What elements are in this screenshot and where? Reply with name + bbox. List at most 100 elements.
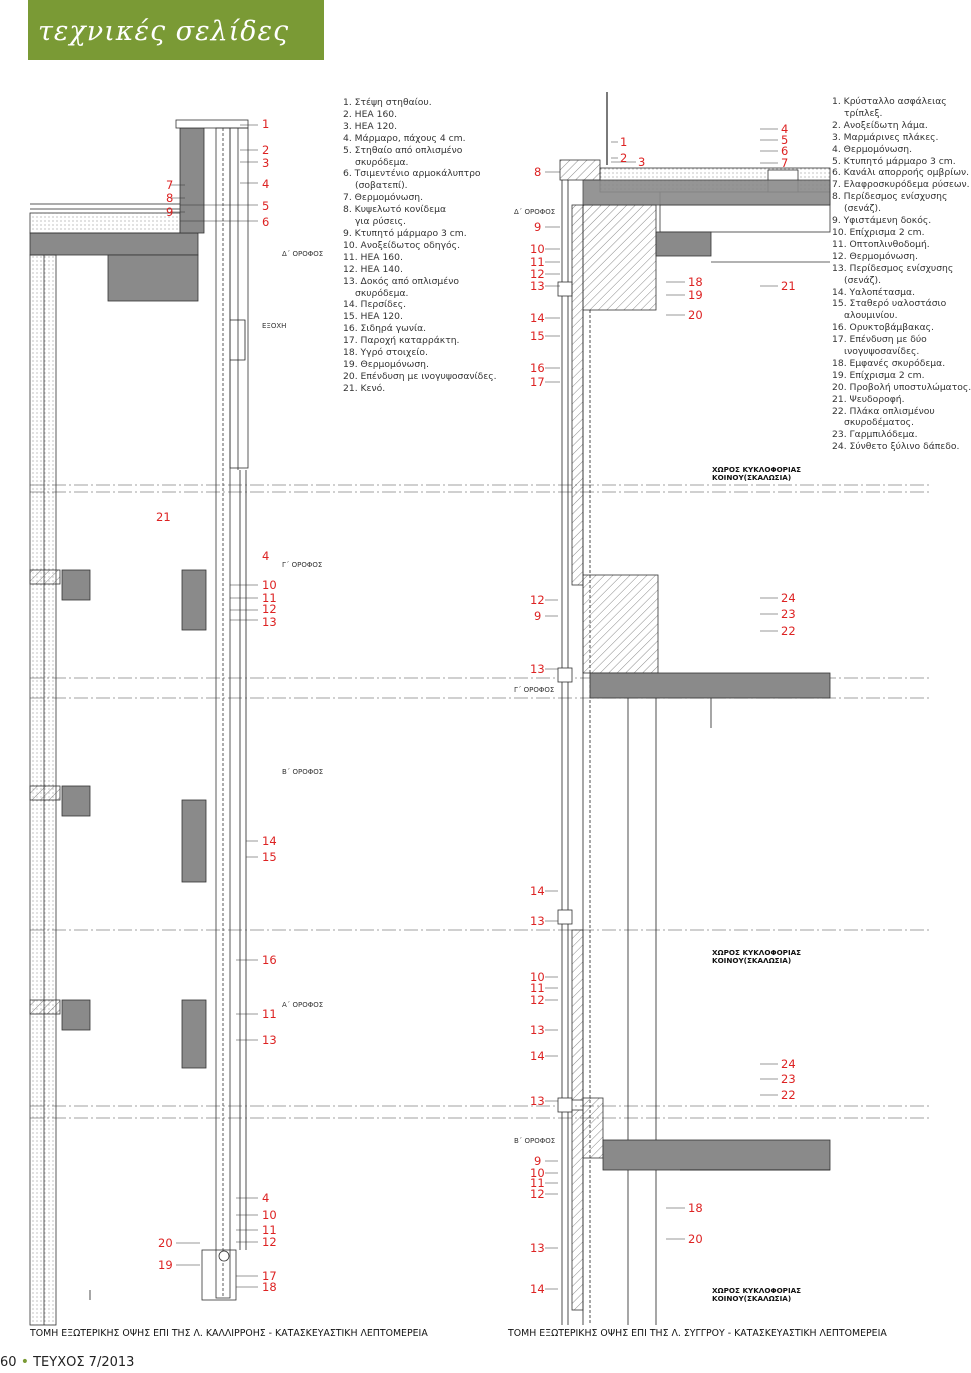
callout-left-8: 8 (166, 191, 173, 205)
callout-right-12c: 12 (530, 993, 545, 1007)
callout-right-7: 7 (781, 156, 788, 170)
callout-right-22b: 22 (781, 1088, 796, 1102)
callout-left-6: 6 (262, 215, 269, 229)
legend-item: 19. Επίχρισμα 2 cm. (832, 369, 925, 381)
legend-item: 12. Θερμομόνωση. (832, 250, 918, 262)
caption-right: ΤΟΜΗ ΕΞΩΤΕΡΙΚΗΣ ΟΨΗΣ ΕΠΙ ΤΗΣ Λ. ΣΥΓΓΡΟΥ … (508, 1328, 887, 1339)
legend-item: 8. Κυψελωτό κονίδεμα (343, 204, 447, 216)
callout-right-11: 11 (530, 255, 545, 269)
bullet-icon: • (20, 1354, 29, 1370)
callout-right-11c: 11 (530, 1176, 545, 1190)
legend-item: 14. Περσίδες. (343, 299, 407, 311)
callout-left-11b: 11 (262, 1007, 277, 1021)
callout-right-17: 17 (530, 375, 545, 389)
legend-item: 4. Θερμομόνωση. (832, 143, 913, 155)
callout-left-11c: 11 (262, 1223, 277, 1237)
callout-right-8: 8 (534, 165, 541, 179)
callout-right-12d: 12 (530, 1187, 545, 1201)
callout-right-1: 1 (620, 135, 627, 149)
legend-item: 3. HEA 120. (343, 120, 398, 132)
callout-left-20: 20 (158, 1236, 173, 1250)
callout-right-13e: 13 (530, 1094, 545, 1108)
callout-right-10c: 10 (530, 1166, 545, 1180)
legend-item: 7. Θερμομόνωση. (343, 192, 424, 204)
legend-item: 2. HEA 160. (343, 108, 398, 120)
callout-right-24: 24 (781, 591, 796, 605)
legend-item: 14. Υαλοπέτασμα. (832, 286, 915, 298)
legend-item: 12. HEA 140. (343, 263, 403, 275)
legend-item: 1. Στέψη στηθαίου. (343, 97, 432, 108)
legend-item: 13. Δοκός από οπλισμένο (343, 275, 460, 287)
callout-right-14d: 14 (530, 1282, 545, 1296)
callout-right-14b: 14 (530, 884, 545, 898)
callout-left-11: 11 (262, 591, 277, 605)
legend-item: 17. Επένδυση με δύο (832, 334, 927, 346)
legend-item: 18. Υγρό στοιχείο. (343, 347, 428, 359)
floor-label-b-right: Β΄ ΟΡΟΦΟΣ (514, 1137, 555, 1145)
legend-item: 9. Κτυπητό μάρμαρο 3 cm. (343, 227, 467, 239)
callout-right-24b: 24 (781, 1057, 796, 1071)
callout-left-12b: 12 (262, 1235, 277, 1249)
space-label-1-line2: ΚΟΙΝΟΥ(ΣΚΑΛΩΣΙΑ) (712, 473, 791, 482)
legend-item: 10. Επίχρισμα 2 cm. (832, 226, 925, 238)
callout-left-1: 1 (262, 117, 269, 131)
legend-item: 5. Κτυπητό μάρμαρο 3 cm. (832, 155, 956, 167)
legend-item: 6. Τσιμεντένιο αρμοκάλυπτρο (343, 168, 481, 180)
legend-item: (σοβατεπί). (355, 180, 408, 192)
page-footer: 60 • ΤΕΥΧΟΣ 7/2013 (0, 1354, 134, 1370)
callout-right-9b: 9 (534, 609, 541, 623)
floor-label-b-left: Β΄ ΟΡΟΦΟΣ (282, 768, 323, 776)
page-number: 60 (0, 1355, 17, 1370)
legend-item: 6. Κανάλι απορροής ομβρίων. (832, 167, 970, 179)
callout-right-12b: 12 (530, 593, 545, 607)
callout-right-6: 6 (781, 144, 788, 158)
legend-item: 1. Κρύσταλλο ασφάλειας (832, 96, 947, 107)
space-label-3-line2: ΚΟΙΝΟΥ(ΣΚΑΛΩΣΙΑ) (712, 1294, 791, 1303)
legend-item: 16. Ορυκτοβάμβακας. (832, 322, 934, 334)
callout-right-5: 5 (781, 133, 788, 147)
legend-item: 3. Μαρμάρινες πλάκες. (832, 131, 939, 143)
callout-left-16: 16 (262, 953, 277, 967)
callout-right-2: 2 (620, 151, 627, 165)
callout-left-10b: 10 (262, 1208, 277, 1222)
legend-item: (σενάζ). (844, 274, 882, 286)
callout-left-12: 12 (262, 602, 277, 616)
legend-item: αλουμινίου. (844, 310, 898, 322)
legend-item: ινογυψοσανίδες. (844, 346, 920, 358)
legend-item: 10. Ανοξείδωτος οδηγός. (343, 239, 460, 251)
callout-right-14: 14 (530, 311, 545, 325)
legend-item: 4. Μάρμαρο, πάχους 4 cm. (343, 132, 466, 144)
callout-left-13: 13 (262, 615, 277, 629)
legend-item: 5. Στηθαίο από οπλισμένο (343, 144, 463, 156)
legend-item: 18. Εμφανές σκυρόδεμα. (832, 357, 946, 369)
space-label-2-line2: ΚΟΙΝΟΥ(ΣΚΑΛΩΣΙΑ) (712, 956, 791, 965)
callout-right-15: 15 (530, 329, 545, 343)
legend-item: (σενάζ). (844, 203, 882, 215)
legend-left: 1. Στέψη στηθαίου.2. HEA 160.3. HEA 120.… (343, 97, 497, 395)
callout-right-13c: 13 (530, 914, 545, 928)
legend-item: 13. Περίδεσμος ενίσχυσης (832, 262, 954, 274)
section-header-tab: τεχνικές σελίδες (28, 0, 324, 60)
callout-right-13d: 13 (530, 1023, 545, 1037)
callout-left-2: 2 (262, 143, 269, 157)
legend-item: 15. HEA 120. (343, 311, 403, 323)
right-section-drawing: 8 9 10 11 12 13 14 15 16 17 1 2 3 18 19 … (514, 92, 831, 1325)
callout-right-16: 16 (530, 361, 545, 375)
callout-left-4: 4 (262, 177, 269, 191)
space-label-1-line1: ΧΩΡΟΣ ΚΥΚΛΟΦΟΡΙΑΣ (712, 465, 801, 474)
callout-right-23b: 23 (781, 1072, 796, 1086)
space-label-2-line1: ΧΩΡΟΣ ΚΥΚΛΟΦΟΡΙΑΣ (712, 948, 801, 957)
legend-item: 8. Περίδεσμος ενίσχυσης (832, 191, 948, 203)
legend-item: σκυροδέματος. (844, 417, 914, 429)
callout-right-23: 23 (781, 607, 796, 621)
floor-label-g-left: Γ΄ ΟΡΟΦΟΣ (282, 561, 322, 569)
callout-right-14c: 14 (530, 1049, 545, 1063)
callout-right-21: 21 (781, 279, 796, 293)
callout-left-13b: 13 (262, 1033, 277, 1047)
caption-left: ΤΟΜΗ ΕΞΩΤΕΡΙΚΗΣ ΟΨΗΣ ΕΠΙ ΤΗΣ Λ. ΚΑΛΛΙΡΡΟ… (30, 1328, 428, 1339)
legend-item: για ρύσεις. (355, 216, 406, 228)
legend-item: 2. Ανοξείδωτη λάμα. (832, 119, 928, 131)
callout-right-13b: 13 (530, 662, 545, 676)
legend-item: 11. Οπτοπλινθοδομή. (832, 238, 930, 250)
